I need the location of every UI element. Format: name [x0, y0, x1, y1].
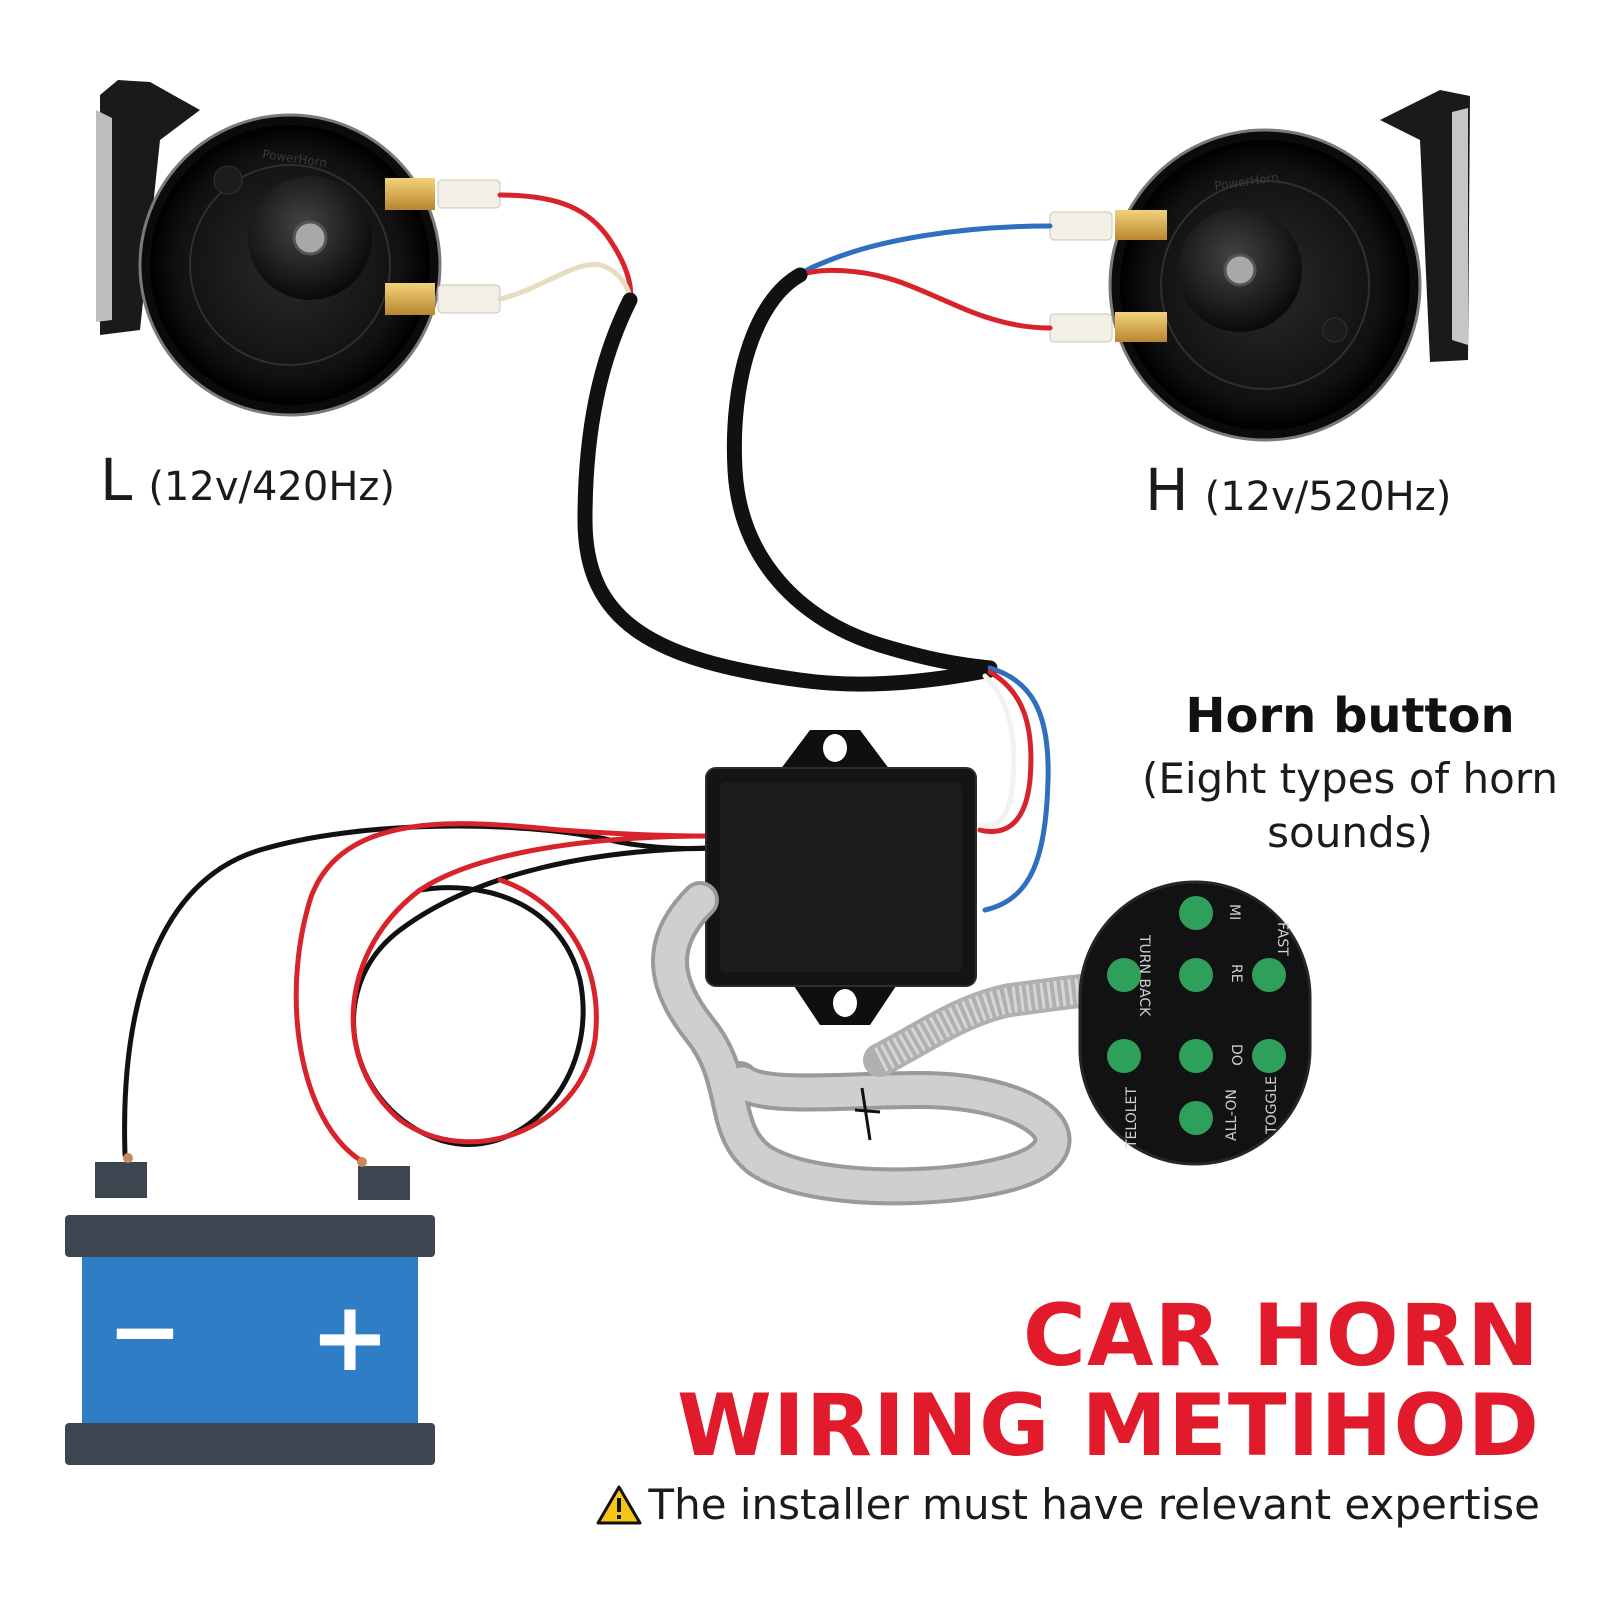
left-red-wire — [497, 192, 634, 303]
module-bottom-hole — [833, 989, 857, 1017]
key-mi[interactable] — [1179, 896, 1213, 930]
negative-wire-end — [123, 1153, 133, 1163]
right-horn: PowerHorn — [1049, 90, 1470, 442]
module-white-wire — [977, 673, 1017, 829]
headline-line-1: CAR HORN — [1022, 1286, 1540, 1386]
right-red-wire — [797, 267, 1053, 331]
key-label-mi: MI — [1226, 904, 1242, 920]
control-module — [705, 730, 977, 1025]
left-horn-ring — [189, 164, 391, 366]
horn-button-subtitle: (Eight types of horn sounds) — [1141, 754, 1559, 857]
key-label-fast: FAST — [1274, 922, 1290, 956]
right-horn-terminal-top — [1115, 210, 1167, 240]
right-horn-vent — [1322, 317, 1348, 343]
horn-wires — [497, 192, 1053, 913]
module-top-hole — [823, 734, 847, 762]
key-label-re: RE — [1228, 964, 1244, 983]
key-telolet[interactable] — [1107, 1039, 1141, 1073]
battery-wires — [122, 821, 713, 1163]
positive-wire-end — [357, 1157, 367, 1167]
ribbon-cable — [651, 881, 1117, 1206]
keypad-body — [1078, 880, 1312, 1166]
ribbon-to-keypad-stripes — [874, 977, 1101, 1072]
battery-top-cap — [65, 1215, 435, 1257]
right-horn-connector-bottom — [1049, 313, 1113, 343]
black-battery-wire — [122, 823, 713, 1158]
key-toggle[interactable] — [1252, 1039, 1286, 1073]
left-horn: PowerHorn — [96, 80, 501, 417]
left-horn-vent — [213, 165, 243, 195]
module-face — [720, 782, 962, 972]
right-horn-letter: H — [1145, 456, 1189, 524]
module-red-wire — [977, 669, 1034, 835]
key-do[interactable] — [1179, 1039, 1213, 1073]
ribbon-to-keypad — [863, 973, 1117, 1077]
left-horn-spec: (12v/420Hz) — [148, 464, 396, 510]
horn-button-title: Horn button — [1185, 688, 1515, 744]
warning-note: The installer must have relevant experti… — [596, 1480, 1540, 1529]
left-horn-connector-top — [437, 179, 501, 209]
key-label-toggle: TOGGLE — [1264, 1076, 1280, 1135]
red-wire-loop — [350, 833, 713, 1145]
left-horn-bolt — [292, 220, 328, 256]
key-label-telolet: TELOLET — [1124, 1087, 1140, 1149]
left-horn-letter: L — [100, 446, 133, 514]
warning-triangle-icon — [596, 1485, 642, 1524]
battery-positive-terminal — [358, 1166, 410, 1200]
right-horn-flare — [1380, 90, 1470, 362]
left-horn-terminal-bottom — [385, 283, 435, 315]
key-label-do: DO — [1228, 1044, 1244, 1066]
right-horn-connector-top — [1049, 211, 1113, 241]
key-all-on[interactable] — [1179, 1101, 1213, 1135]
key-label-turn-back: TURN BACK — [1136, 934, 1152, 1017]
right-horn-label: H (12v/520Hz) — [1145, 456, 1451, 524]
right-horn-bolt — [1223, 253, 1257, 287]
right-black-sheath — [726, 267, 998, 676]
battery-bottom-cap — [65, 1423, 435, 1465]
battery: − + — [65, 1153, 435, 1465]
key-fast[interactable] — [1252, 958, 1286, 992]
battery-positive-symbol: + — [310, 1281, 390, 1393]
key-label-all-on: ALL-ON — [1224, 1089, 1240, 1141]
red-battery-wire — [293, 821, 713, 1163]
key-re[interactable] — [1179, 958, 1213, 992]
right-horn-spec: (12v/520Hz) — [1204, 474, 1452, 520]
left-horn-chrome-edge — [96, 110, 112, 322]
battery-body — [82, 1257, 418, 1423]
left-black-sheath — [577, 292, 998, 692]
right-horn-terminal-bottom — [1115, 312, 1167, 342]
left-white-wire — [497, 261, 633, 303]
horn-button-keypad: TURN BACK MI FAST RE DO TELOLET ALL-ON T… — [1078, 880, 1312, 1166]
ribbon-twist-tie — [854, 1087, 881, 1141]
warning-text: The installer must have relevant experti… — [648, 1480, 1540, 1529]
right-blue-wire — [797, 223, 1053, 278]
left-horn-connector-bottom — [437, 284, 501, 314]
right-horn-chrome-edge — [1452, 108, 1468, 345]
left-horn-terminal-top — [385, 178, 435, 210]
battery-negative-terminal — [95, 1162, 147, 1198]
right-horn-ring — [1160, 180, 1370, 390]
ribbon-coil-stripes — [655, 885, 1068, 1202]
module-blue-wire — [982, 665, 1051, 913]
battery-negative-symbol: − — [107, 1279, 182, 1384]
key-turn-back[interactable] — [1107, 958, 1141, 992]
headline-line-2: WIRING METIHOD — [676, 1376, 1540, 1476]
left-horn-label: L (12v/420Hz) — [100, 446, 395, 514]
